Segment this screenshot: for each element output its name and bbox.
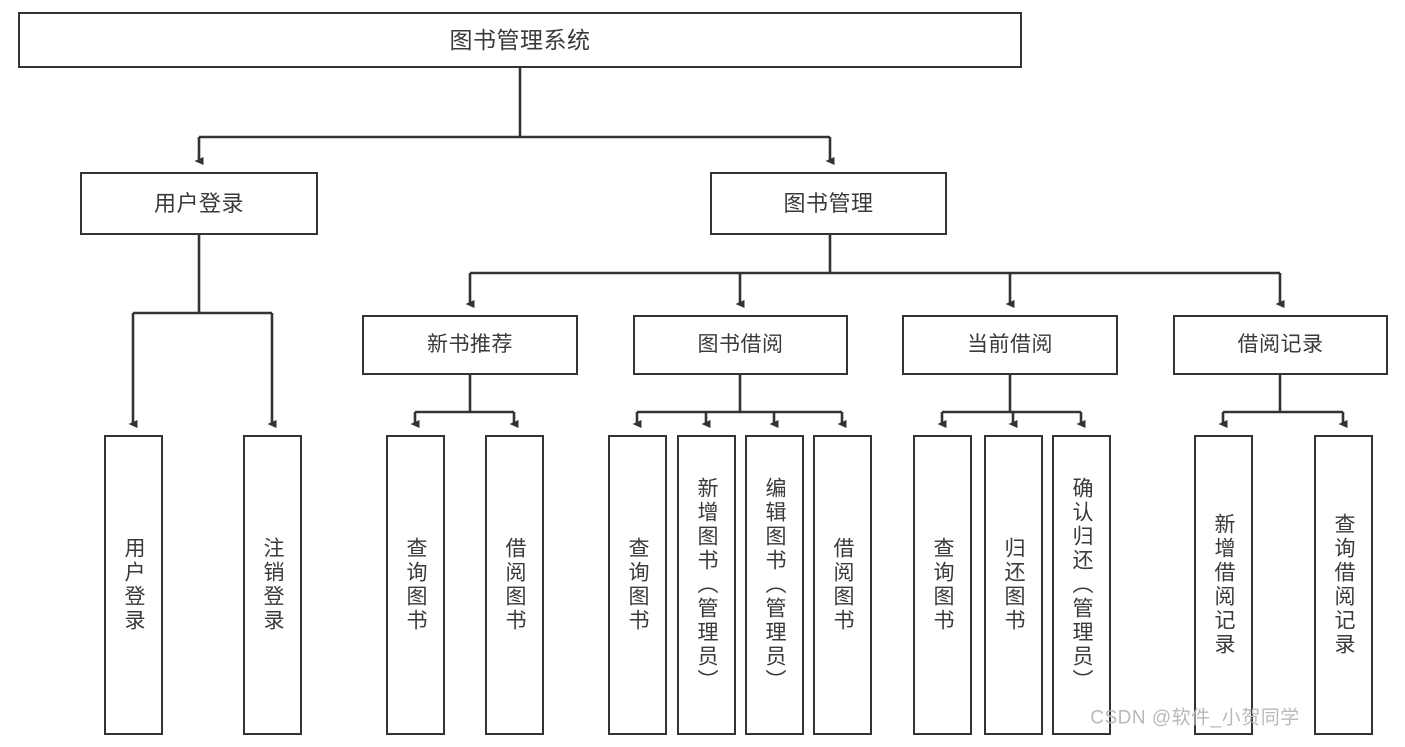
node-label: 新增借阅记录: [1212, 513, 1236, 657]
node-label: 新书推荐: [427, 332, 513, 356]
node-label: 借阅图书: [503, 537, 527, 633]
node-label: 借阅图书: [831, 537, 855, 633]
leaf-logout[interactable]: 注销登录: [243, 435, 302, 735]
leaf-add-book-admin[interactable]: 新增图书（管理员）: [677, 435, 736, 735]
node-label: 编辑图书（管理员）: [763, 477, 787, 693]
node-borrow-records[interactable]: 借阅记录: [1173, 315, 1388, 375]
leaf-return-books[interactable]: 归还图书: [984, 435, 1043, 735]
node-label: 查询图书: [626, 537, 650, 633]
leaf-add-borrow-record[interactable]: 新增借阅记录: [1194, 435, 1253, 735]
leaf-query-books-borrow[interactable]: 查询图书: [608, 435, 667, 735]
node-book-management[interactable]: 图书管理: [710, 172, 947, 235]
node-user-login[interactable]: 用户登录: [80, 172, 318, 235]
node-label: 查询图书: [404, 537, 428, 633]
node-label: 图书借阅: [697, 332, 784, 356]
node-label: 图书管理系统: [449, 26, 591, 53]
leaf-borrow-books[interactable]: 借阅图书: [813, 435, 872, 735]
node-label: 借阅记录: [1237, 332, 1324, 356]
node-book-borrow[interactable]: 图书借阅: [633, 315, 848, 375]
node-label: 注销登录: [261, 537, 285, 633]
node-label: 查询借阅记录: [1332, 513, 1356, 657]
node-label: 归还图书: [1002, 537, 1026, 633]
node-new-book-recommend[interactable]: 新书推荐: [362, 315, 578, 375]
node-root-system[interactable]: 图书管理系统: [18, 12, 1022, 68]
node-label: 用户登录: [153, 190, 244, 216]
node-label: 新增图书（管理员）: [695, 477, 719, 693]
leaf-user-login[interactable]: 用户登录: [104, 435, 163, 735]
node-label: 查询图书: [931, 537, 955, 633]
node-label: 用户登录: [122, 537, 146, 633]
leaf-query-borrow-record[interactable]: 查询借阅记录: [1314, 435, 1373, 735]
leaf-edit-book-admin[interactable]: 编辑图书（管理员）: [745, 435, 804, 735]
node-label: 图书管理: [783, 190, 874, 216]
leaf-query-books-new[interactable]: 查询图书: [386, 435, 445, 735]
node-label: 确认归还（管理员）: [1070, 477, 1094, 693]
node-label: 当前借阅: [967, 332, 1053, 356]
leaf-borrow-books-new[interactable]: 借阅图书: [485, 435, 544, 735]
leaf-query-books-current[interactable]: 查询图书: [913, 435, 972, 735]
node-current-borrow[interactable]: 当前借阅: [902, 315, 1118, 375]
leaf-confirm-return-admin[interactable]: 确认归还（管理员）: [1052, 435, 1111, 735]
